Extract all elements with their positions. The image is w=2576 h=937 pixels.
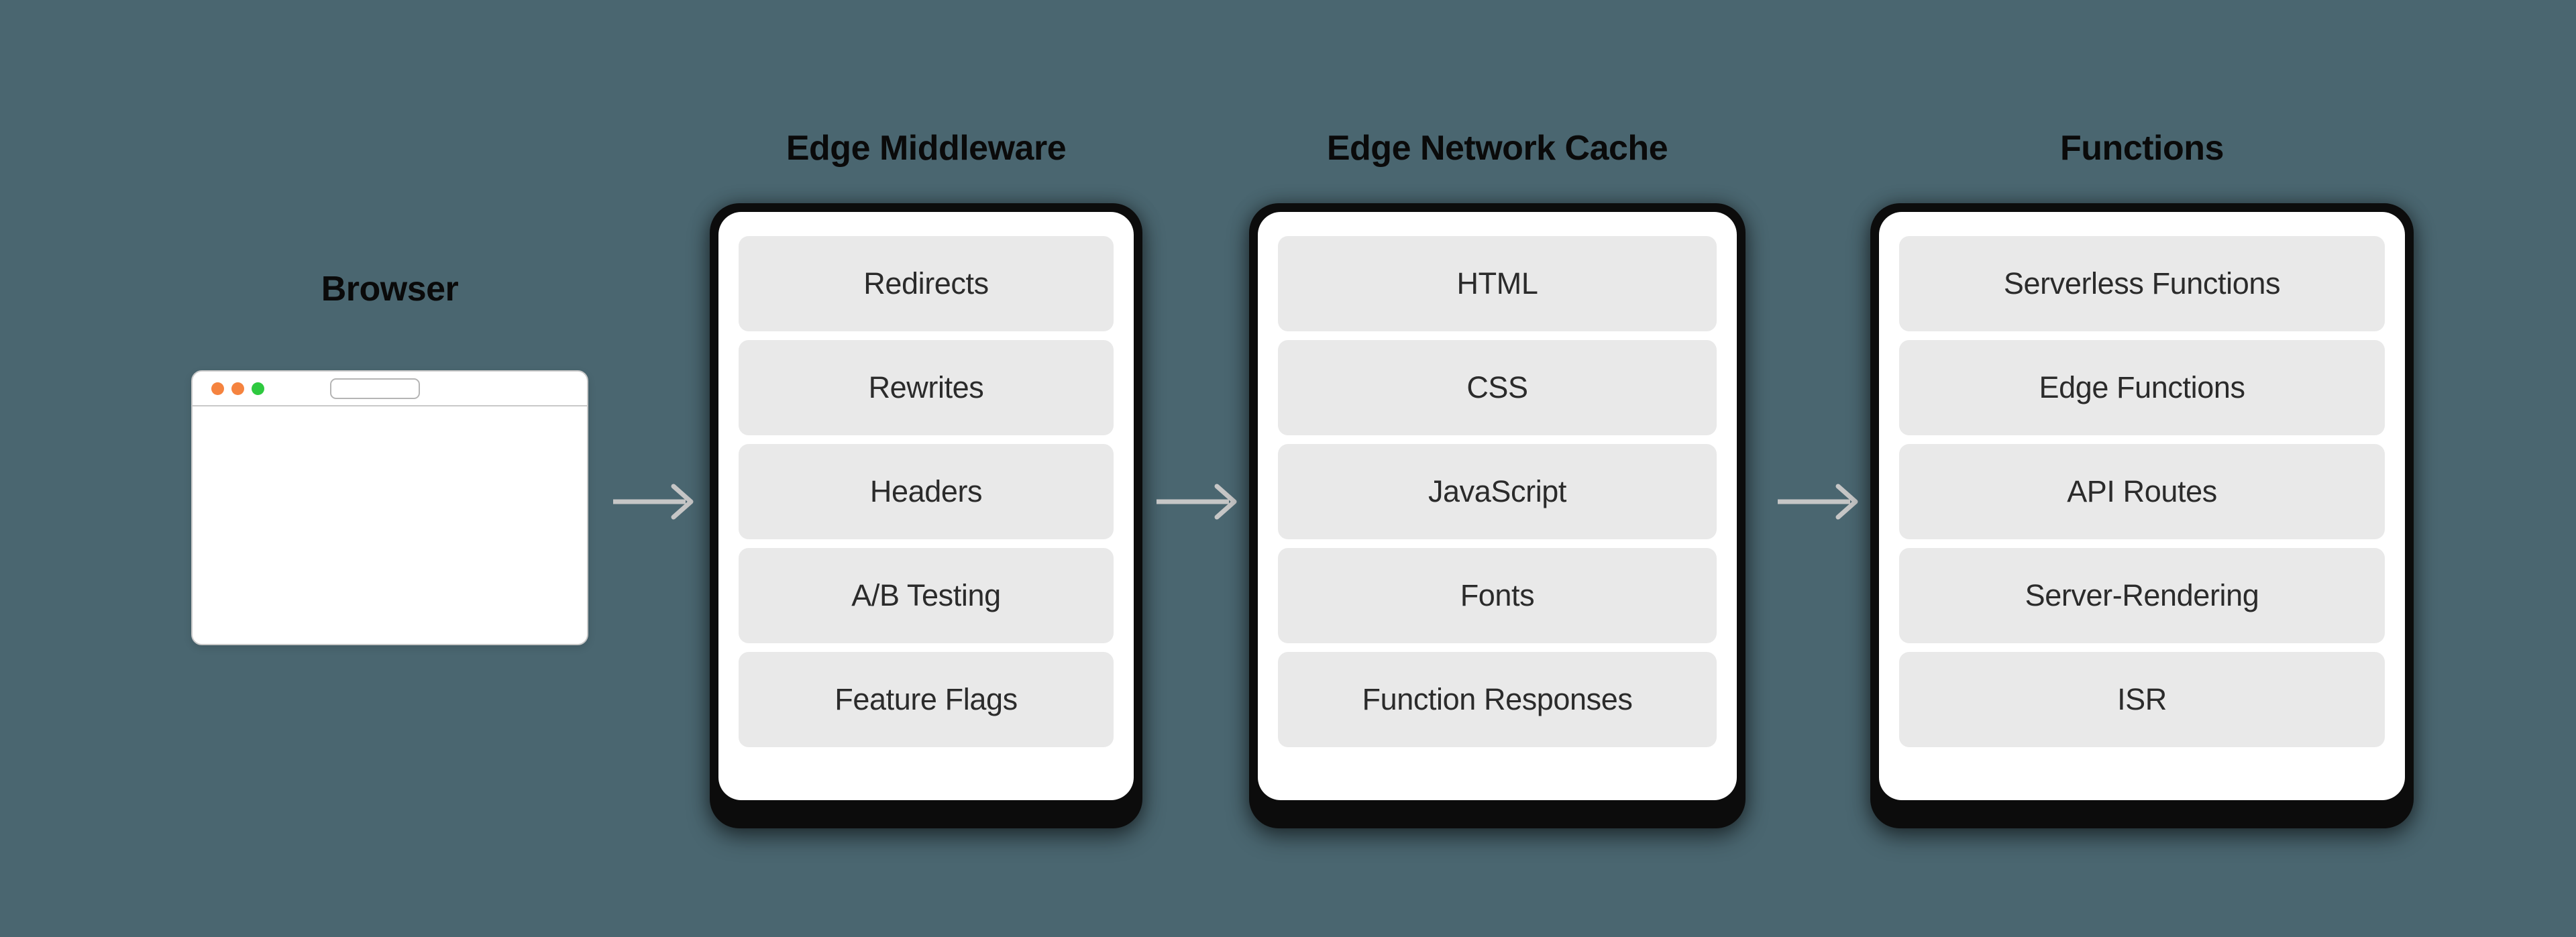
- arrow-middleware-to-cache: [1155, 478, 1242, 525]
- browser-mock: [191, 370, 588, 645]
- edge-network-cache-card: HTML CSS JavaScript Fonts Function Respo…: [1249, 203, 1746, 828]
- list-item[interactable]: Edge Functions: [1899, 340, 2385, 435]
- window-control-dots: [211, 382, 264, 395]
- functions-heading: Functions: [2060, 129, 2224, 168]
- list-item[interactable]: Redirects: [739, 236, 1114, 331]
- edge-middleware-panel: Redirects Rewrites Headers A/B Testing F…: [718, 212, 1134, 800]
- arrow-cache-to-functions: [1776, 478, 1864, 525]
- list-item[interactable]: Function Responses: [1278, 652, 1717, 747]
- list-item[interactable]: Serverless Functions: [1899, 236, 2385, 331]
- list-item[interactable]: ISR: [1899, 652, 2385, 747]
- list-item[interactable]: Headers: [739, 444, 1114, 539]
- list-item[interactable]: Feature Flags: [739, 652, 1114, 747]
- list-item[interactable]: Server-Rendering: [1899, 548, 2385, 643]
- maximize-dot[interactable]: [252, 382, 264, 395]
- list-item[interactable]: CSS: [1278, 340, 1717, 435]
- list-item[interactable]: Rewrites: [739, 340, 1114, 435]
- browser-heading: Browser: [321, 270, 459, 309]
- list-item[interactable]: Fonts: [1278, 548, 1717, 643]
- list-item[interactable]: JavaScript: [1278, 444, 1717, 539]
- functions-card: Serverless Functions Edge Functions API …: [1870, 203, 2414, 828]
- list-item[interactable]: HTML: [1278, 236, 1717, 331]
- edge-middleware-card: Redirects Rewrites Headers A/B Testing F…: [710, 203, 1142, 828]
- url-bar-input[interactable]: [330, 378, 420, 399]
- arrow-browser-to-middleware: [612, 478, 699, 525]
- edge-network-cache-heading: Edge Network Cache: [1326, 129, 1668, 168]
- minimize-dot[interactable]: [231, 382, 244, 395]
- browser-viewport: [193, 406, 587, 644]
- browser-window: [191, 370, 588, 645]
- list-item[interactable]: API Routes: [1899, 444, 2385, 539]
- functions-panel: Serverless Functions Edge Functions API …: [1879, 212, 2405, 800]
- close-dot[interactable]: [211, 382, 224, 395]
- list-item[interactable]: A/B Testing: [739, 548, 1114, 643]
- edge-middleware-heading: Edge Middleware: [786, 129, 1067, 168]
- edge-network-cache-panel: HTML CSS JavaScript Fonts Function Respo…: [1258, 212, 1737, 800]
- browser-titlebar: [193, 372, 587, 406]
